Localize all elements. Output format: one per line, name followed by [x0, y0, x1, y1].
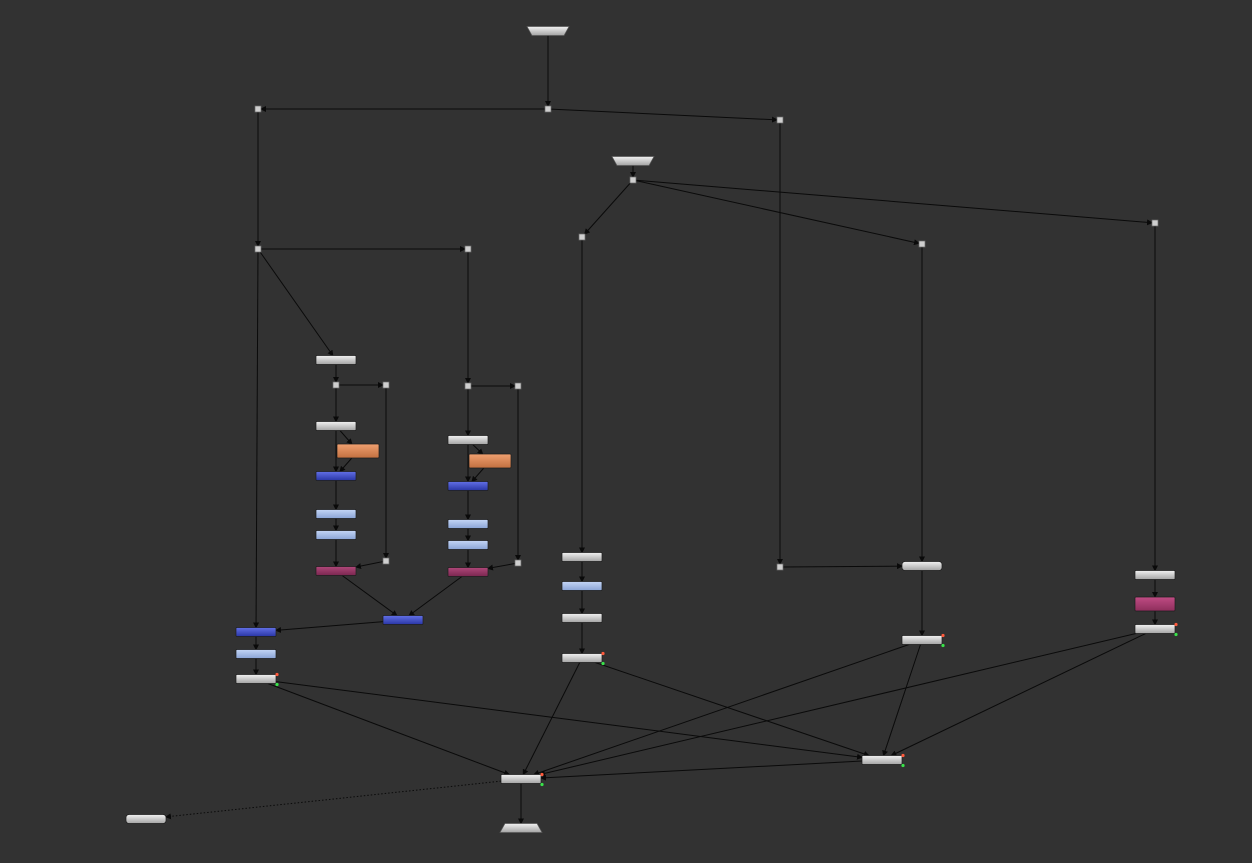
blue-node[interactable]: [315, 471, 357, 481]
light-node[interactable]: [561, 581, 603, 591]
viewer-pin-icon: [941, 633, 945, 638]
viewer-pin-icon: [1174, 622, 1178, 627]
light-node[interactable]: [315, 509, 357, 519]
gray-node[interactable]: [561, 653, 603, 663]
edge-v1-mrg2: [267, 683, 511, 776]
dot-node-icon[interactable]: [544, 105, 552, 113]
orange-node[interactable]: [468, 453, 512, 469]
gray-node[interactable]: [500, 774, 542, 784]
edge-o2-b2: [471, 467, 485, 483]
edge-dotted-mrg2-w2: [165, 780, 502, 820]
connection-lines: [165, 35, 1158, 825]
read-node-icon[interactable]: [611, 156, 655, 166]
edge-d_d-d_f: [635, 180, 920, 246]
dot-node-icon[interactable]: [254, 105, 262, 113]
dot-node-icon[interactable]: [464, 245, 472, 253]
maroon-node[interactable]: [315, 566, 357, 576]
edge-d_h-g1: [259, 251, 334, 357]
gray-node[interactable]: [861, 755, 903, 765]
gray-node[interactable]: [315, 421, 357, 431]
viewer-pin-icon: [1174, 632, 1178, 637]
viewer-pin-icon: [601, 661, 605, 666]
dot-node-icon[interactable]: [1151, 219, 1159, 227]
edge-v2-mrg: [595, 662, 870, 757]
gray-node[interactable]: [125, 814, 167, 824]
dot-node-icon[interactable]: [514, 382, 522, 390]
dot-node-icon[interactable]: [776, 116, 784, 124]
gray-node[interactable]: [561, 613, 603, 623]
edge-d_h-b4: [253, 251, 260, 629]
viewer-pin-icon: [540, 782, 544, 787]
gray-node[interactable]: [901, 561, 943, 571]
dot-node-icon[interactable]: [332, 381, 340, 389]
edge-d_d-d_e: [584, 182, 631, 235]
edge-v3-mrg: [882, 644, 921, 757]
edge-b3-b4: [275, 621, 384, 633]
gray-node[interactable]: [1134, 624, 1176, 634]
gray-node[interactable]: [447, 435, 489, 445]
maroon-node[interactable]: [447, 567, 489, 577]
blue-node[interactable]: [235, 627, 277, 637]
graph-nodes: [125, 26, 1178, 833]
viewer-pin-icon: [601, 651, 605, 656]
dot-node-icon[interactable]: [382, 557, 390, 565]
edge-mrg-mrg2: [540, 760, 863, 781]
edge-o1-b1: [339, 457, 353, 473]
gray-node[interactable]: [561, 552, 603, 562]
edge-d_l-m1: [355, 561, 384, 569]
edge-m2-b3: [408, 576, 463, 617]
dot-node-icon[interactable]: [254, 245, 262, 253]
edge-d_o-m2: [487, 563, 516, 571]
magenta-node[interactable]: [1134, 596, 1176, 612]
light-node[interactable]: [447, 519, 489, 529]
viewer-pin-icon: [275, 682, 279, 687]
dot-node-icon[interactable]: [629, 176, 637, 184]
read-node-icon[interactable]: [526, 26, 570, 36]
edge-d_p-g6: [782, 563, 903, 570]
edge-v1-mrg: [275, 681, 863, 760]
viewer-pin-icon: [275, 672, 279, 677]
dot-node-icon[interactable]: [382, 381, 390, 389]
edge-v4-mrg: [890, 633, 1146, 757]
edge-m1-b3: [341, 575, 398, 617]
write-node-icon[interactable]: [499, 823, 543, 833]
viewer-pin-icon: [901, 763, 905, 768]
edge-g3-o2: [472, 444, 484, 455]
dot-node-icon[interactable]: [578, 233, 586, 241]
edge-g2-o1: [339, 430, 353, 445]
blue-node[interactable]: [447, 481, 489, 491]
edge-d_d-d_g: [635, 179, 1153, 226]
gray-node[interactable]: [235, 674, 277, 684]
dot-node-icon[interactable]: [464, 382, 472, 390]
dot-node-icon[interactable]: [918, 240, 926, 248]
edge-v3-mrg2: [533, 644, 910, 776]
viewer-pin-icon: [540, 772, 544, 777]
viewer-pin-icon: [941, 643, 945, 648]
gray-node[interactable]: [315, 355, 357, 365]
light-node[interactable]: [235, 649, 277, 659]
orange-node[interactable]: [336, 443, 380, 459]
edge-v2-mrg2: [522, 662, 581, 776]
blue-node[interactable]: [382, 615, 424, 625]
dot-node-icon[interactable]: [776, 563, 784, 571]
edge-v4-mrg2: [539, 633, 1137, 777]
viewer-pin-icon: [901, 753, 905, 758]
light-node[interactable]: [315, 530, 357, 540]
edge-d_a-d_c: [550, 108, 778, 123]
gray-node[interactable]: [901, 635, 943, 645]
gray-node[interactable]: [1134, 570, 1176, 580]
light-node[interactable]: [447, 540, 489, 550]
dot-node-icon[interactable]: [514, 559, 522, 567]
